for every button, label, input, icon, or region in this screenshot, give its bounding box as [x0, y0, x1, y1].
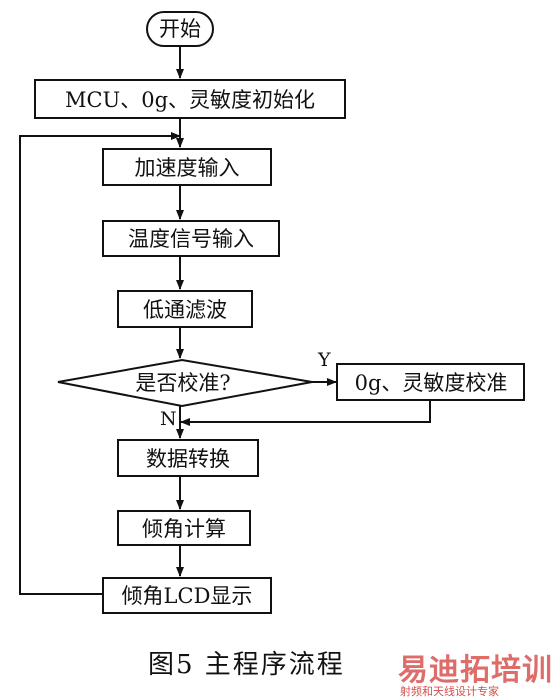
accel-input-node: 加速度输入	[102, 148, 272, 186]
decision-label: 是否校准?	[135, 371, 230, 395]
lcd-display-label: 倾角LCD显示	[122, 584, 253, 608]
start-node: 开始	[146, 11, 214, 47]
watermark-main-text: 易迪拓培训	[398, 653, 552, 688]
init-node: MCU、0g、灵敏度初始化	[34, 79, 346, 119]
tilt-calc-node: 倾角计算	[117, 510, 251, 546]
yes-label: Y	[317, 349, 331, 371]
init-node-label: MCU、0g、灵敏度初始化	[65, 88, 315, 112]
accel-input-label: 加速度输入	[135, 156, 240, 180]
start-node-label: 开始	[159, 17, 201, 41]
watermark-sub-text: 射频和天线设计专家	[400, 685, 499, 698]
lowpass-label: 低通滤波	[143, 298, 227, 322]
lcd-display-node: 倾角LCD显示	[102, 577, 272, 614]
edge-calibrate-return	[180, 400, 431, 426]
calibrate-label: 0g、灵敏度校准	[355, 371, 508, 395]
temp-input-label: 温度信号输入	[128, 227, 254, 251]
convert-node: 数据转换	[117, 439, 259, 477]
calibrate-node: 0g、灵敏度校准	[336, 363, 525, 401]
decision-node: 是否校准?	[57, 358, 313, 408]
temp-input-node: 温度信号输入	[102, 220, 280, 257]
tilt-calc-label: 倾角计算	[142, 517, 226, 541]
flowchart: 开始 MCU、0g、灵敏度初始化 加速度输入 温度信号输入 低通滤波 是否校准?…	[19, 11, 525, 614]
edge-loop-back	[19, 132, 181, 595]
lowpass-node: 低通滤波	[117, 290, 253, 328]
no-label: N	[160, 408, 177, 430]
figure-caption: 图5 主程序流程	[148, 650, 345, 680]
watermark-logo: 易迪拓培训 射频和天线设计专家	[398, 645, 552, 698]
convert-label: 数据转换	[146, 447, 230, 471]
